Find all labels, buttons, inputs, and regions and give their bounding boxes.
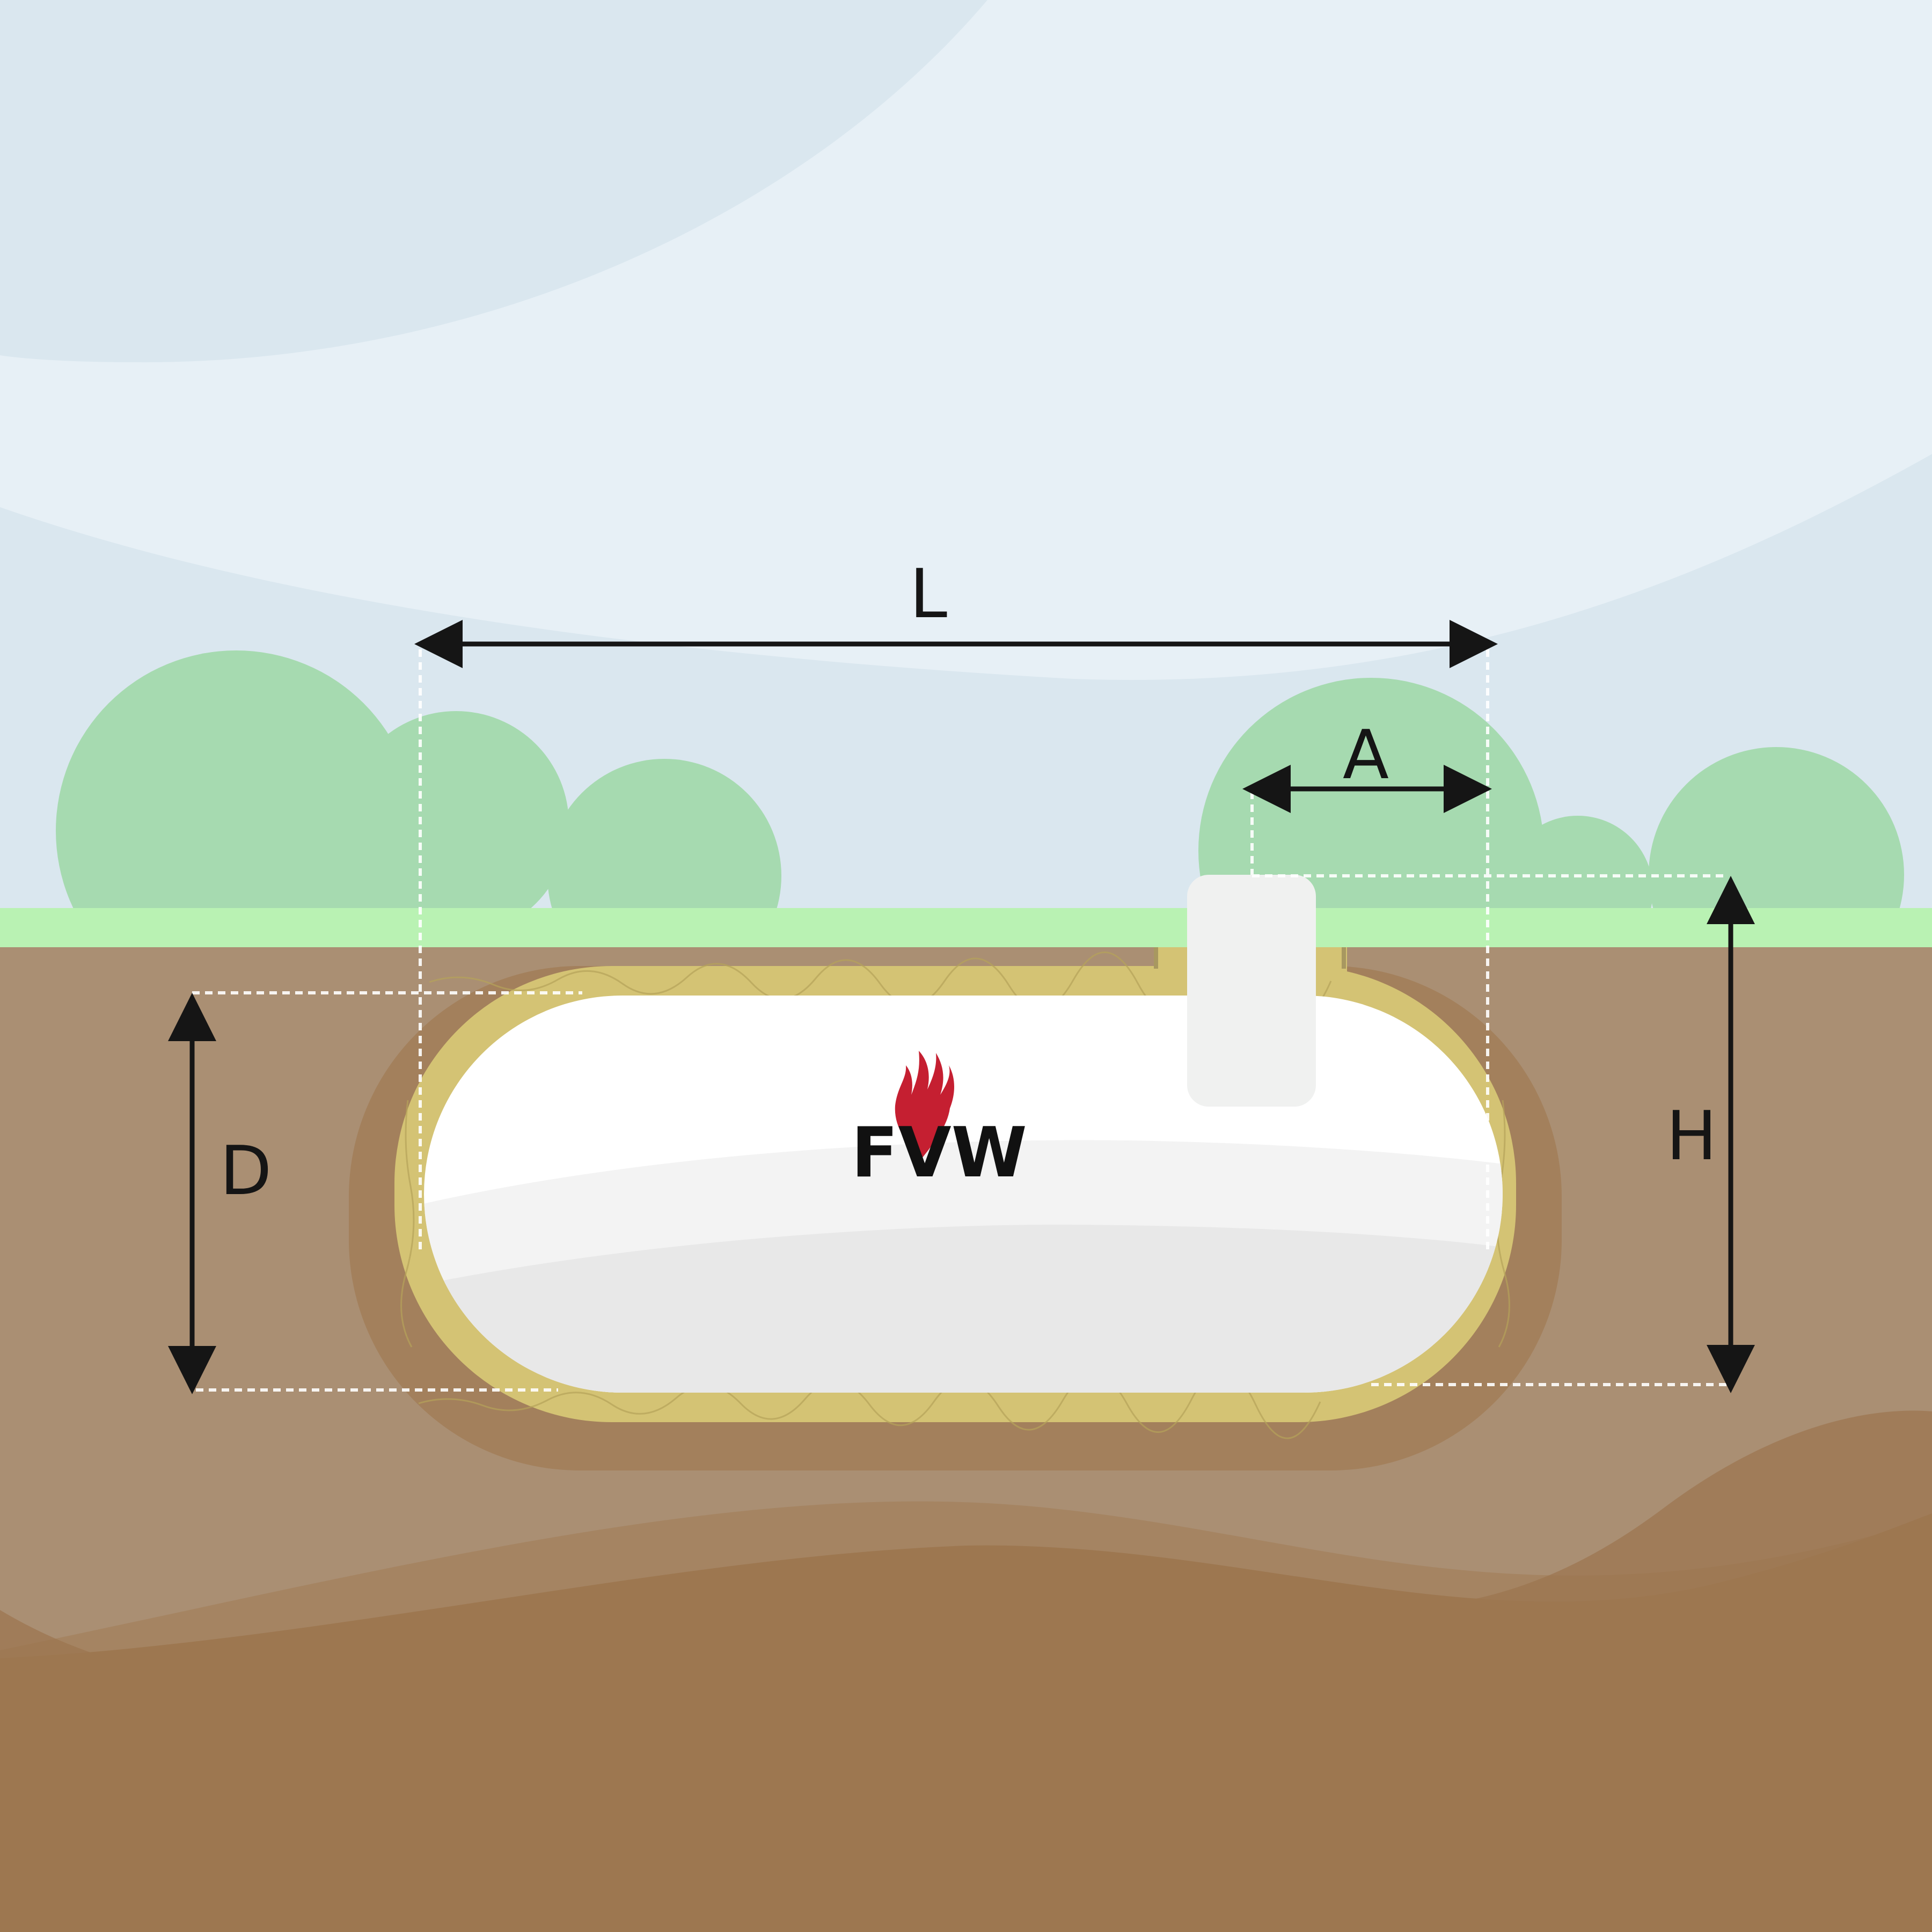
logo-text: FVW [851, 1113, 1027, 1193]
soil-layer-bottom [0, 1513, 1932, 1932]
dimension-arrows [168, 620, 1755, 1394]
extension-lines [192, 649, 1728, 1392]
sky-band [0, 0, 1932, 680]
diameter-label: D [219, 1131, 272, 1210]
flame-icon [895, 1051, 954, 1160]
fvw-logo: FVW [851, 1051, 1027, 1193]
tank [424, 996, 1503, 1393]
dimension-labels: L A H D [219, 554, 1717, 1210]
access-label: A [1343, 715, 1389, 794]
grass-strip [0, 908, 1932, 948]
access-cover [1187, 875, 1316, 1107]
length-label: L [910, 554, 947, 633]
height-label: H [1666, 1096, 1717, 1175]
